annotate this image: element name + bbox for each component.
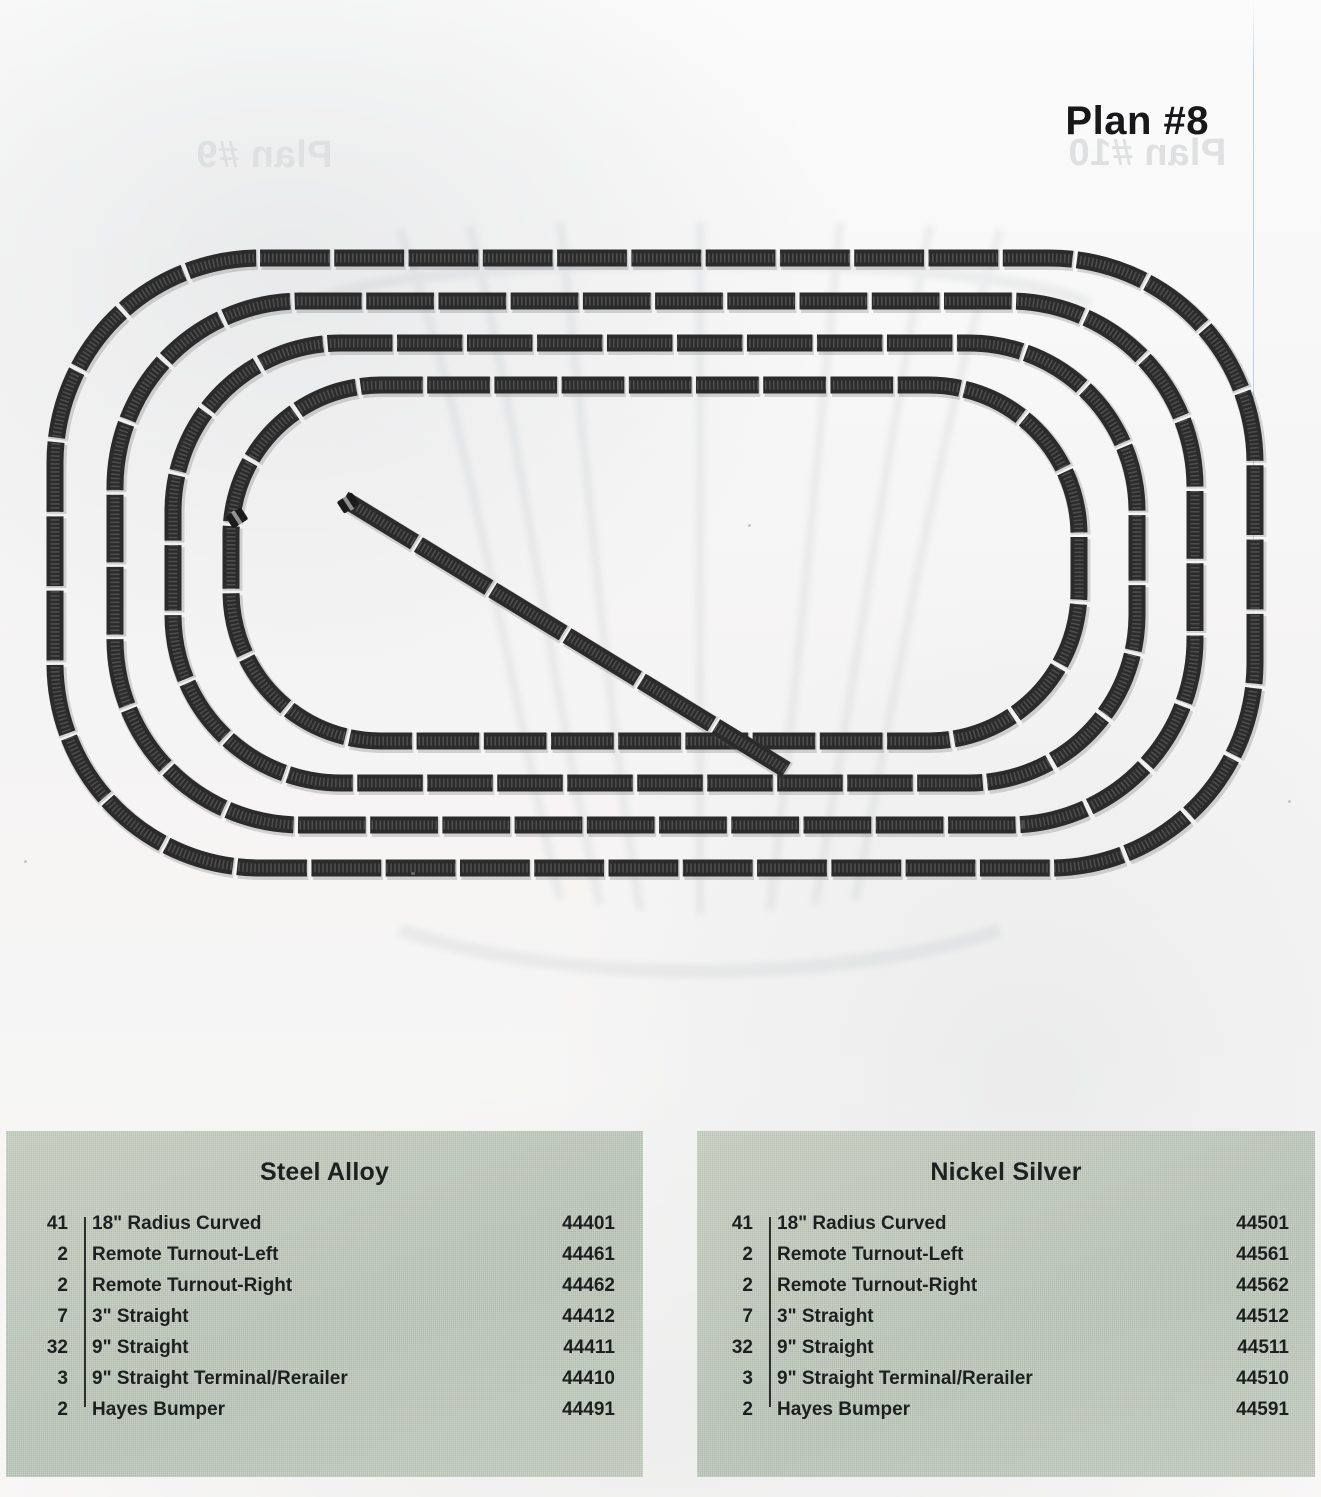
table-row: 32 9" Straight 44511	[697, 1337, 1315, 1368]
row-code: 44411	[563, 1337, 615, 1358]
table-row: 3 9" Straight Terminal/Rerailer 44410	[6, 1368, 643, 1399]
hayes-bumper-inner	[226, 507, 248, 529]
row-desc: 9" Straight Terminal/Rerailer	[777, 1368, 1033, 1389]
table-row: 7 3" Straight 44512	[697, 1306, 1315, 1337]
page-title: Plan #8	[1065, 99, 1209, 143]
row-code: 44491	[562, 1399, 615, 1420]
column-divider	[769, 1217, 771, 1407]
row-desc: 3" Straight	[92, 1306, 189, 1327]
row-desc: Hayes Bumper	[92, 1399, 226, 1420]
parts-legend: Steel Alloy 41 18" Radius Curved 44401 2…	[0, 1131, 1321, 1481]
row-qty: 32	[46, 1337, 68, 1358]
row-desc: 3" Straight	[777, 1306, 874, 1327]
table-row: 3 9" Straight Terminal/Rerailer 44510	[697, 1368, 1315, 1399]
row-desc: 9" Straight	[777, 1337, 874, 1358]
row-desc: 9" Straight	[92, 1337, 189, 1358]
track-plan-diagram	[46, 221, 1267, 979]
row-qty: 32	[731, 1337, 753, 1358]
row-desc: 18" Radius Curved	[92, 1213, 262, 1234]
column-divider	[84, 1217, 86, 1407]
table-row: 2 Hayes Bumper 44491	[6, 1399, 643, 1430]
row-code: 44462	[562, 1275, 615, 1296]
row-code: 44461	[562, 1244, 615, 1265]
row-qty: 7	[742, 1306, 753, 1327]
row-code: 44510	[1236, 1368, 1289, 1389]
hayes-bumper-spur	[337, 492, 359, 514]
track-second-loop	[106, 292, 1207, 837]
row-qty: 2	[57, 1244, 68, 1265]
row-code: 44401	[562, 1213, 615, 1234]
legend-panel-steel-alloy: Steel Alloy 41 18" Radius Curved 44401 2…	[6, 1131, 643, 1477]
table-row: 2 Remote Turnout-Left 44461	[6, 1244, 643, 1275]
row-code: 44501	[1236, 1213, 1289, 1234]
row-qty: 41	[731, 1213, 753, 1234]
row-qty: 3	[742, 1368, 753, 1389]
row-code: 44591	[1236, 1399, 1289, 1420]
row-code: 44562	[1236, 1275, 1289, 1296]
row-desc: 9" Straight Terminal/Rerailer	[92, 1368, 348, 1389]
track-inner-loop	[222, 376, 1091, 753]
legend-title-nickel-silver: Nickel Silver	[930, 1158, 1082, 1186]
table-row: 2 Remote Turnout-Right 44562	[697, 1275, 1315, 1306]
row-qty: 41	[46, 1213, 68, 1234]
table-row: 2 Hayes Bumper 44591	[697, 1399, 1315, 1430]
legend-title-steel-alloy: Steel Alloy	[259, 1158, 390, 1186]
row-desc: Remote Turnout-Left	[92, 1244, 279, 1265]
table-row: 7 3" Straight 44412	[6, 1306, 643, 1337]
table-row: 2 Remote Turnout-Right 44462	[6, 1275, 643, 1306]
track-layer	[46, 249, 1267, 880]
row-code: 44410	[562, 1368, 615, 1389]
track-outer-loop	[46, 249, 1267, 880]
track-third-loop	[164, 334, 1149, 795]
row-desc: Remote Turnout-Right	[777, 1275, 978, 1296]
table-row: 2 Remote Turnout-Left 44561	[697, 1244, 1315, 1275]
row-desc: Remote Turnout-Right	[92, 1275, 293, 1296]
legend-panel-nickel-silver: Nickel Silver 41 18" Radius Curved 44501…	[697, 1131, 1315, 1477]
row-desc: 18" Radius Curved	[777, 1213, 947, 1234]
row-qty: 3	[57, 1368, 68, 1389]
table-row: 41 18" Radius Curved 44501	[697, 1213, 1315, 1244]
row-qty: 2	[742, 1399, 753, 1420]
row-desc: Hayes Bumper	[777, 1399, 911, 1420]
track-diagonal-spur	[339, 491, 797, 783]
legend-rows-nickel-silver: 41 18" Radius Curved 44501 2 Remote Turn…	[697, 1213, 1315, 1430]
legend-rows-steel-alloy: 41 18" Radius Curved 44401 2 Remote Turn…	[6, 1213, 643, 1430]
row-qty: 7	[57, 1306, 68, 1327]
row-qty: 2	[57, 1275, 68, 1296]
row-code: 44512	[1236, 1306, 1289, 1327]
table-row: 32 9" Straight 44411	[6, 1337, 643, 1368]
track-plan-svg	[46, 221, 1267, 979]
row-qty: 2	[742, 1275, 753, 1296]
watermark-ghost	[317, 221, 1094, 979]
row-code: 44561	[1236, 1244, 1289, 1265]
row-desc: Remote Turnout-Left	[777, 1244, 964, 1265]
row-code: 44412	[562, 1306, 615, 1327]
row-qty: 2	[57, 1399, 68, 1420]
table-row: 41 18" Radius Curved 44401	[6, 1213, 643, 1244]
row-qty: 2	[742, 1244, 753, 1265]
row-code: 44511	[1237, 1337, 1289, 1358]
